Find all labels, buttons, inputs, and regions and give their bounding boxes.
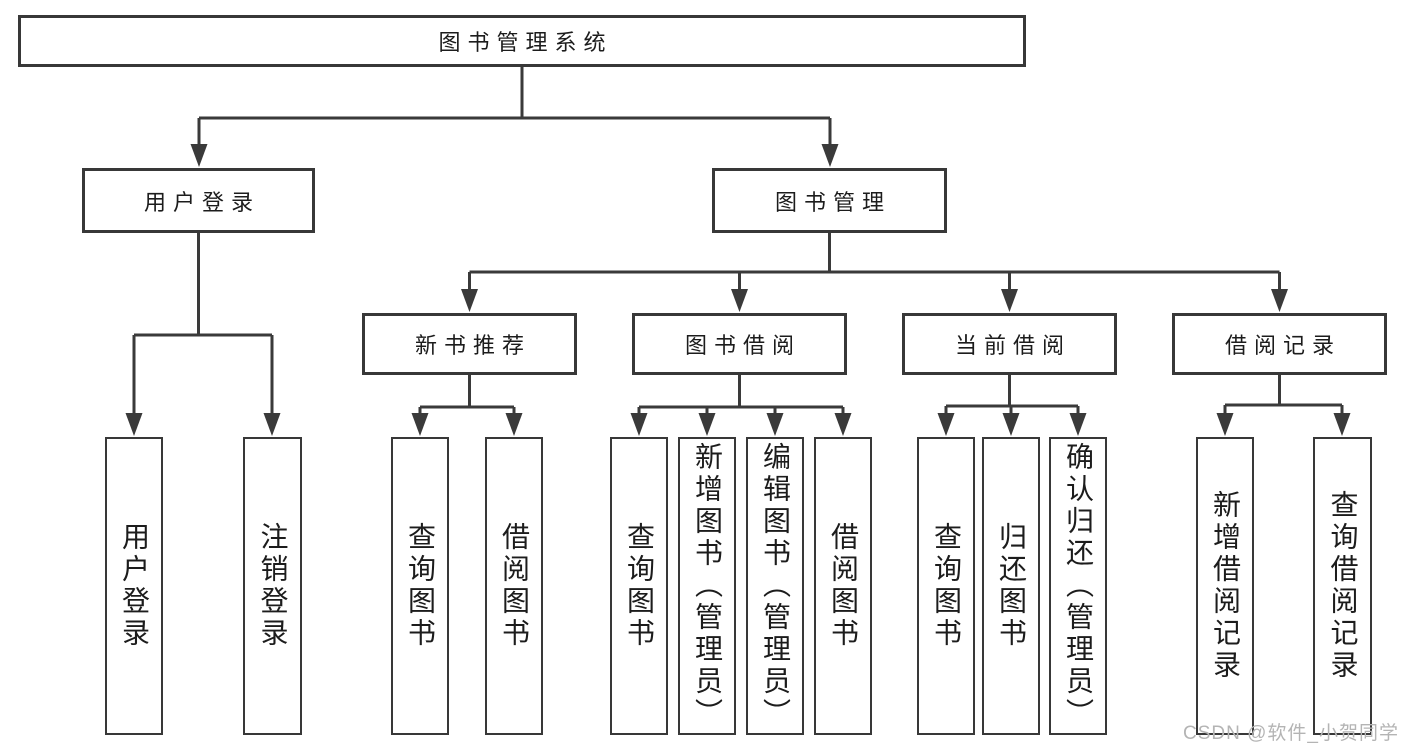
leaf-records-query-borrow-record: 查询借阅记录: [1313, 437, 1372, 735]
leaf-logout: 注销登录: [243, 437, 302, 735]
node-book-borrowing: 图书借阅: [632, 313, 847, 375]
node-new-book-recommendation: 新书推荐: [362, 313, 577, 375]
leaf-records-add-borrow-record: 新增借阅记录: [1196, 437, 1254, 735]
csdn-watermark: CSDN @软件_小贺同学: [1183, 723, 1399, 744]
leaf-current-return-books: 归还图书: [982, 437, 1040, 735]
node-current-borrowing: 当前借阅: [902, 313, 1117, 375]
leaf-borrowing-borrow-books: 借阅图书: [814, 437, 872, 735]
leaf-borrowing-query-books: 查询图书: [610, 437, 668, 735]
node-borrowing-records: 借阅记录: [1172, 313, 1387, 375]
leaf-newbooks-query-books: 查询图书: [391, 437, 449, 735]
leaf-borrowing-add-books-admin: 新增图书（管理员）: [678, 437, 736, 735]
node-library-management-system: 图书管理系统: [18, 15, 1026, 67]
node-book-management: 图书管理: [712, 168, 947, 233]
leaf-current-confirm-return-admin: 确认归还（管理员）: [1049, 437, 1107, 735]
leaf-current-query-books: 查询图书: [917, 437, 975, 735]
leaf-borrowing-edit-books-admin: 编辑图书（管理员）: [746, 437, 804, 735]
leaf-user-login: 用户登录: [105, 437, 163, 735]
leaf-newbooks-borrow-books: 借阅图书: [485, 437, 543, 735]
node-user-login: 用户登录: [82, 168, 315, 233]
